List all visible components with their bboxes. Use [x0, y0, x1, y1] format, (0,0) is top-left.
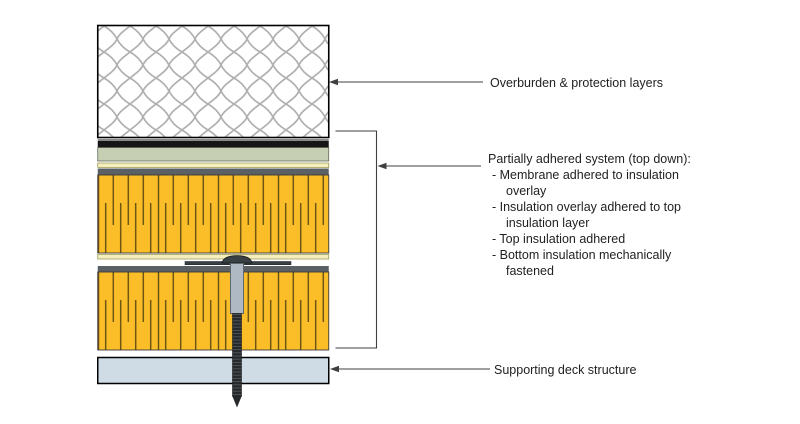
arrowhead-icon — [330, 365, 339, 373]
fastener-tip — [232, 396, 242, 408]
fastener — [184, 255, 292, 408]
deck-layer — [97, 356, 330, 385]
membrane-layer — [97, 141, 329, 148]
top-insulation-layer — [97, 174, 330, 254]
system-bracket — [335, 130, 378, 349]
system-label-line: overlay — [506, 184, 547, 198]
membrane-top-edge — [97, 139, 329, 141]
deck-label: Supporting deck structure — [494, 363, 637, 377]
adhesive-layer-2 — [97, 254, 330, 260]
system-label-title: Partially adhered system (top down): — [488, 152, 691, 166]
system-label-line: insulation layer — [506, 216, 590, 230]
fastener-head — [221, 255, 253, 264]
system-label-block: Partially adhered system (top down): - M… — [488, 151, 691, 279]
overburden-label: Overburden & protection layers — [490, 76, 664, 90]
adhesive-layer-1 — [97, 162, 330, 168]
bottom-insulation-layer — [97, 271, 330, 351]
insulation-overlay-layer — [97, 147, 330, 162]
system-label-line: fastened — [506, 264, 554, 278]
arrowhead-icon — [377, 162, 387, 170]
arrowhead-icon — [329, 78, 338, 86]
fastener-thread — [232, 313, 242, 397]
system-label-line: - Membrane adhered to insulation — [492, 168, 679, 182]
system-label-line: - Bottom insulation mechanically — [492, 248, 672, 262]
system-label-line: - Top insulation adhered — [492, 232, 626, 246]
arrowheads — [329, 78, 387, 373]
overburden-layer — [96, 24, 330, 139]
fastener-shaft — [230, 263, 244, 314]
system-label-line: - Insulation overlay adhered to top — [492, 200, 682, 214]
facer-layer-1 — [97, 168, 329, 175]
facer-layer-2 — [97, 266, 329, 272]
leader-lines — [335, 81, 490, 370]
